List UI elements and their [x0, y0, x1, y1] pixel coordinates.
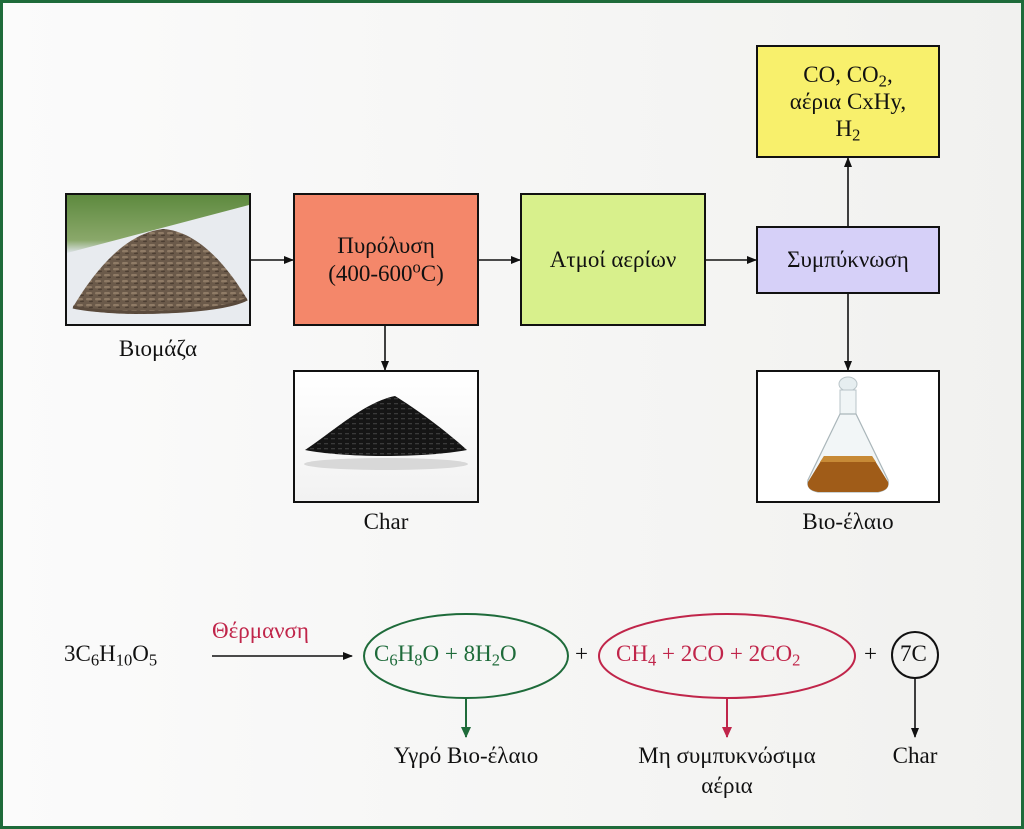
condensation-box: Συμπύκνωση	[756, 226, 940, 294]
pyrolysis-temperature: (400-600oC)	[328, 257, 444, 286]
reactant-formula: 3C6H10O5	[64, 641, 158, 670]
bio-oil-photo	[756, 370, 940, 503]
pyrolysis-box: Πυρόλυση (400-600oC)	[293, 193, 479, 326]
plus-sign-2: +	[864, 641, 877, 666]
gases-line-3: H2	[835, 116, 861, 145]
bio-oil-label: Βιο-έλαιο	[802, 509, 894, 534]
biomass-label: Βιομάζα	[118, 336, 198, 361]
condensation-label: Συμπύκνωση	[787, 247, 909, 273]
vapors-label: Ατμοί αερίων	[549, 246, 677, 272]
char-product-label: Char	[892, 743, 938, 768]
char-label: Char	[363, 509, 409, 534]
liquid-bio-oil-label: Υγρό Βιο-έλαιο	[393, 743, 539, 768]
noncondensable-gases-label-2: αέρια	[701, 773, 753, 798]
gases-line-2: αέρια CxHy,	[789, 88, 907, 114]
gases-line-1: CO, CO2,	[803, 61, 893, 91]
heating-label: Θέρμανση	[212, 618, 309, 643]
vapors-box: Ατμοί αερίων	[520, 193, 706, 326]
plus-sign-1: +	[575, 641, 588, 666]
noncondensable-gases-label-1: Μη συμπυκνώσιμα	[638, 743, 816, 768]
gas-formula: CH4 + 2CO + 2CO2	[616, 641, 801, 670]
biomass-photo	[65, 193, 251, 326]
gases-box: CO, CO2, αέρια CxHy, H2	[756, 45, 940, 158]
char-photo	[293, 370, 479, 503]
pyrolysis-title: Πυρόλυση	[337, 233, 435, 259]
carbon-formula: 7C	[900, 641, 927, 666]
bio-oil-formula: C6H8O + 8H2O	[374, 641, 517, 670]
